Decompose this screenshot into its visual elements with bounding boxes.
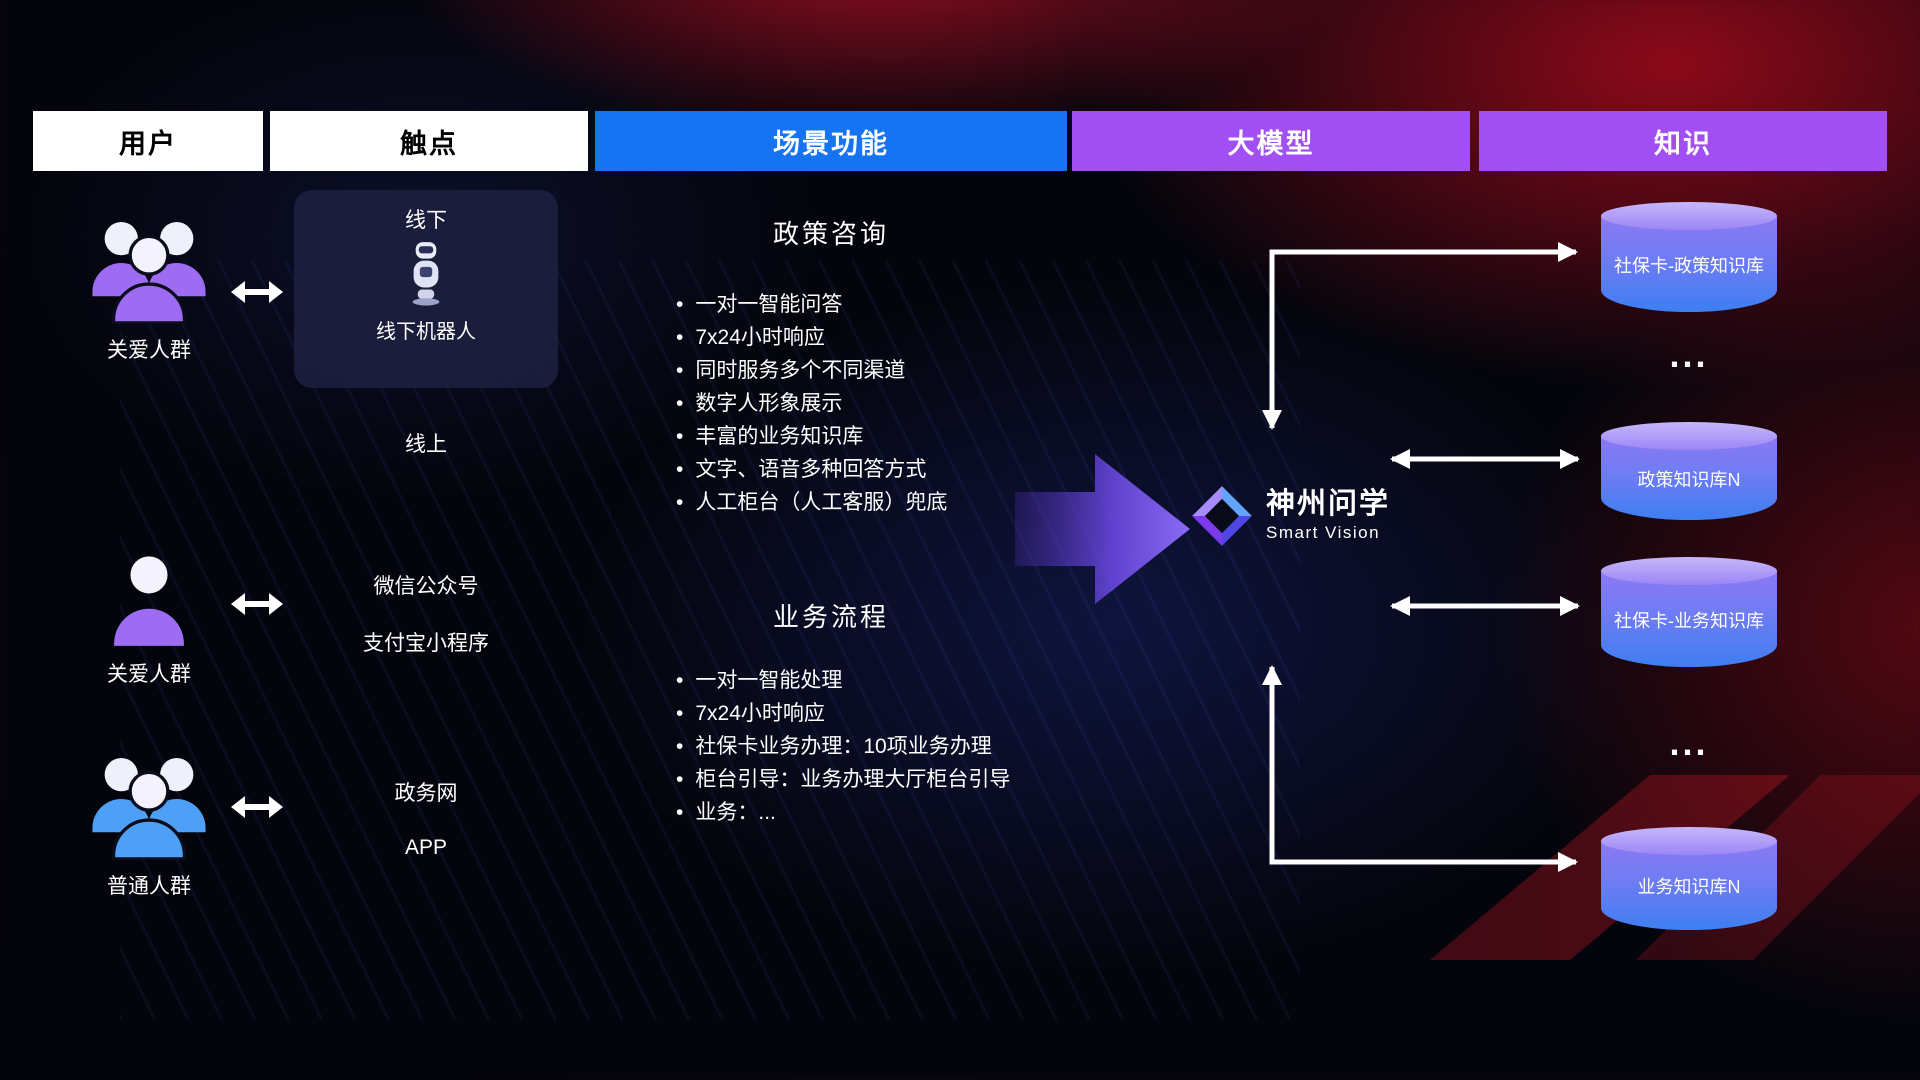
list-item: 丰富的业务知识库 — [676, 420, 947, 453]
channel-app: APP — [404, 836, 448, 859]
channel-gov-web: 政务网 — [394, 782, 458, 805]
scenario-title-business: 业务流程 — [772, 602, 889, 632]
knowledge-db-social-business: 社保卡-业务知识库 — [1601, 557, 1777, 667]
list-item: 同时服务多个不同渠道 — [676, 354, 947, 387]
brand-subtitle: Smart Vision — [1266, 523, 1381, 543]
list-item: 数字人形象展示 — [676, 387, 947, 420]
people-group-blue-icon — [92, 757, 206, 860]
ellipsis-indicator: ... — [1669, 334, 1709, 375]
offline-touchpoint-panel: 线下 线下机器人 — [294, 190, 558, 388]
model-brand: 神州问学 Smart Vision — [1190, 484, 1390, 548]
header-users: 用户 — [33, 111, 263, 171]
offline-title: 线下 — [405, 209, 447, 232]
list-item: 人工柜台（人工客服）兜底 — [676, 486, 947, 519]
scenario-title-policy: 政策咨询 — [772, 219, 889, 249]
list-item: 一对一智能问答 — [676, 288, 947, 321]
list-item: 一对一智能处理 — [676, 664, 1010, 697]
scenario-policy-list: 一对一智能问答 7x24小时响应 同时服务多个不同渠道 数字人形象展示 丰富的业… — [676, 288, 947, 519]
brand-name: 神州问学 — [1266, 487, 1391, 520]
people-group-purple-icon — [92, 221, 206, 324]
user-group-care-1: 关爱人群 — [60, 212, 238, 364]
knowledge-db-policy-n: 政策知识库N — [1601, 422, 1777, 520]
diamond-logo-icon — [1192, 486, 1252, 546]
flow-arrow — [1015, 454, 1190, 604]
list-item: 业务：... — [676, 796, 1010, 829]
left-right-arrow-icon — [231, 281, 283, 303]
db-label: 社保卡-政策知识库 — [1614, 255, 1764, 276]
channel-wechat: 微信公众号 — [373, 575, 479, 598]
user-group-label: 普通人群 — [107, 875, 191, 898]
header-model: 大模型 — [1072, 111, 1470, 171]
list-item: 7x24小时响应 — [676, 697, 1010, 730]
user-group-general: 普通人群 — [60, 748, 238, 900]
arrow-model-to-db1 — [1262, 242, 1578, 430]
left-right-arrow-icon — [231, 796, 283, 818]
ellipsis-indicator: ... — [1669, 722, 1709, 763]
offline-robot-label: 线下机器人 — [376, 321, 476, 343]
header-knowledge: 知识 — [1479, 111, 1887, 171]
header-scenarios: 场景功能 — [595, 111, 1067, 171]
person-purple-icon — [114, 556, 184, 646]
list-item: 7x24小时响应 — [676, 321, 947, 354]
user-group-label: 关爱人群 — [107, 339, 191, 362]
arrow-model-to-db4 — [1262, 665, 1578, 872]
channel-alipay: 支付宝小程序 — [363, 632, 489, 655]
robot-icon — [412, 242, 440, 306]
left-right-arrow-icon — [231, 593, 283, 615]
header-touchpoints: 触点 — [270, 111, 588, 171]
knowledge-db-business-n: 业务知识库N — [1601, 827, 1777, 930]
db-label: 政策知识库N — [1637, 469, 1741, 490]
knowledge-db-social-policy: 社保卡-政策知识库 — [1601, 202, 1777, 312]
db-label: 业务知识库N — [1637, 877, 1741, 898]
user-single-care: 关爱人群 — [60, 552, 238, 688]
scenario-business-list: 一对一智能处理 7x24小时响应 社保卡业务办理：10项业务办理 柜台引导：业务… — [676, 664, 1010, 829]
list-item: 文字、语音多种回答方式 — [676, 453, 947, 486]
list-item: 社保卡业务办理：10项业务办理 — [676, 730, 1010, 763]
user-group-label: 关爱人群 — [107, 663, 191, 686]
online-title: 线上 — [405, 433, 447, 456]
db-label: 社保卡-业务知识库 — [1614, 610, 1764, 631]
list-item: 柜台引导：业务办理大厅柜台引导 — [676, 763, 1010, 796]
model-brand-text: 神州问学 Smart Vision — [1266, 487, 1391, 544]
